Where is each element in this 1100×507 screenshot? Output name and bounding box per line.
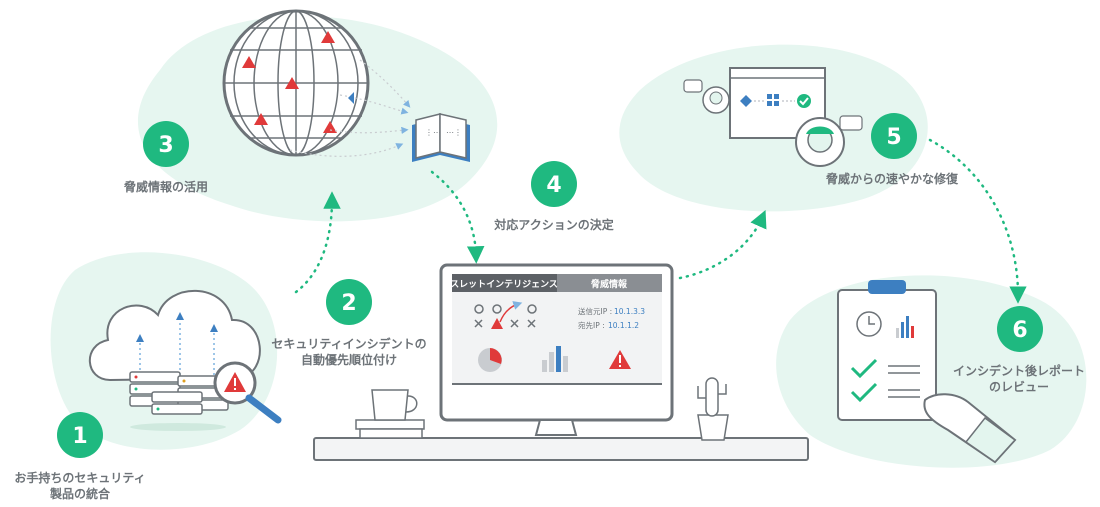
monitor-tab-left: スレットインテリジェンス <box>450 279 558 290</box>
monitor <box>439 263 674 436</box>
warning-icon <box>224 372 246 392</box>
step-1-label: お手持ちのセキュリティ 製品の統合 <box>0 470 160 502</box>
step-1-label-line2: 製品の統合 <box>49 487 110 501</box>
step-2-label: セキュリティインシデントの 自動優先順位付け <box>256 336 442 368</box>
warning-icon-monitor <box>609 350 631 369</box>
step-badge-2: 2 <box>326 279 372 325</box>
svg-text:6: 6 <box>1012 318 1027 343</box>
step-2-label-line1: セキュリティインシデントの <box>271 337 427 351</box>
clipboard-icon <box>837 280 937 421</box>
tic-tac-toe-graphic <box>474 301 537 328</box>
avatar-right <box>795 115 863 167</box>
clock-icon <box>856 311 882 337</box>
book-icon: ⋮⋯ ⋯⋮ <box>412 113 470 162</box>
step-6-label-line1: インシデント後レポート <box>952 364 1085 378</box>
threat-feed-lines <box>289 59 411 157</box>
svg-text:4: 4 <box>546 173 561 198</box>
flow-arrows <box>294 138 1027 304</box>
step-5-label: 脅威からの速やかな修復 <box>812 171 972 187</box>
bar-chart-icon-clipboard <box>896 316 914 338</box>
step-badge-1: 1 <box>57 412 103 458</box>
bar-chart-icon <box>542 346 568 372</box>
avatar-left <box>683 79 730 114</box>
desk <box>313 437 809 461</box>
source-ip-label: 送信元IP : <box>578 306 612 316</box>
step-badge-5: 5 <box>871 113 917 159</box>
svg-text:2: 2 <box>341 291 356 316</box>
step-badge-4: 4 <box>531 161 577 207</box>
server-shadow <box>130 423 226 431</box>
globe-icon <box>222 9 370 157</box>
flow-arrow-4-to-5 <box>678 210 767 280</box>
step-6-label: インシデント後レポート のレビュー <box>938 363 1100 395</box>
step-2-label-line2: 自動優先順位付け <box>300 353 397 367</box>
step-1-label-line1: お手持ちのセキュリティ <box>14 471 146 485</box>
magnifier-icon <box>213 361 282 424</box>
cloud-icon <box>88 289 261 382</box>
warning-icon-small <box>491 318 503 329</box>
mug-icon <box>355 389 425 439</box>
monitor-tab-right: 脅威情報 <box>590 278 628 290</box>
svg-text:5: 5 <box>886 125 901 150</box>
flow-arrow-5-to-6 <box>928 138 1027 304</box>
step-4-label: 対応アクションの決定 <box>476 217 632 233</box>
flow-arrow-1-to-3 <box>294 191 341 294</box>
dest-ip-value: 10.1.1.2 <box>608 321 639 330</box>
source-ip-value: 10.1.3.3 <box>614 307 645 316</box>
step-3-label: 脅威情報の活用 <box>96 179 236 195</box>
hand-icon <box>923 393 1017 464</box>
step-badge-6: 6 <box>997 306 1043 352</box>
triangle-marker <box>348 92 354 104</box>
checkmark-icon <box>797 94 811 108</box>
pie-chart-icon <box>478 348 502 372</box>
step-3-label-line1: 脅威情報の活用 <box>123 180 208 194</box>
dest-ip-label: 宛先IP : <box>578 320 605 330</box>
svg-text:⋮⋯: ⋮⋯ <box>425 128 441 137</box>
step-4-label-line1: 対応アクションの決定 <box>494 218 614 232</box>
svg-text:1: 1 <box>72 424 87 449</box>
svg-text:⋯⋮: ⋯⋮ <box>446 128 462 137</box>
cactus-icon <box>697 377 729 441</box>
step-badge-3: 3 <box>143 121 189 167</box>
svg-text:3: 3 <box>158 133 173 158</box>
step-5-label-line1: 脅威からの速やかな修復 <box>825 172 958 186</box>
step-6-label-line2: のレビュー <box>988 380 1049 394</box>
